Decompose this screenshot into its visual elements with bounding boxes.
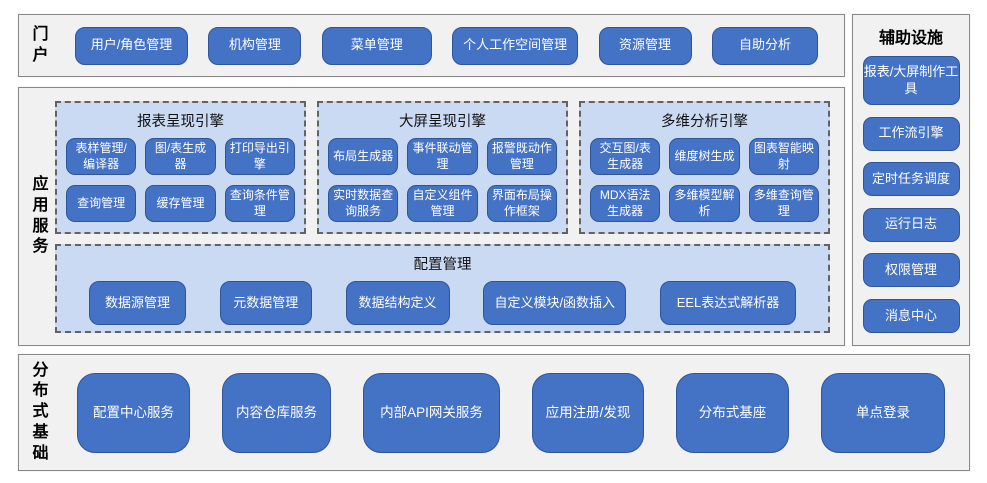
content-repo-service-button[interactable]: 内容仓库服务 (222, 372, 331, 453)
config-mgmt-title: 配置管理 (413, 257, 472, 274)
single-sign-on-button[interactable]: 单点登录 (821, 372, 945, 453)
app-registration-discovery-button[interactable]: 应用注册/发现 (532, 372, 644, 453)
dashboard-rendering-engine-panel: 大屏呈现引擎 布局生成器 事件联动管理 报警既动作管理 实时数据查询服务 自定义… (317, 101, 568, 235)
run-logs-button[interactable]: 运行日志 (862, 207, 960, 242)
portal-section-label: 门户 (32, 25, 49, 64)
config-mgmt-row: 数据源管理 元数据管理 数据结构定义 自定义模块/函数插入 EEL表达式解析器 (67, 281, 818, 326)
distributed-base-button[interactable]: 分布式基座 (676, 372, 789, 453)
auxiliary-section: 辅助设施 报表/大屏制作工具 工作流引擎 定时任务调度 运行日志 权限管理 消息… (852, 14, 970, 346)
event-linkage-mgmt-button[interactable]: 事件联动管理 (407, 138, 478, 176)
query-mgmt-button[interactable]: 查询管理 (66, 185, 137, 223)
olap-analysis-engine-panel: 多维分析引擎 交互图/表生成器 维度树生成 图表智能映射 MDX语法生成器 多维… (579, 101, 830, 235)
self-service-analysis-button[interactable]: 自助分析 (711, 26, 818, 65)
app-services-section: 应用服务 报表呈现引擎 表样管理/编译器 图/表生成器 打印导出引擎 查询管理 … (18, 87, 845, 346)
user-role-mgmt-button[interactable]: 用户/角色管理 (75, 26, 188, 65)
mdx-syntax-generator-button[interactable]: MDX语法生成器 (590, 185, 661, 223)
dashboard-rendering-engine-title: 大屏呈现引擎 (399, 114, 486, 130)
report-rendering-engine-grid: 表样管理/编译器 图/表生成器 打印导出引擎 查询管理 缓存管理 查询条件管理 (66, 138, 295, 223)
menu-mgmt-button[interactable]: 菜单管理 (321, 26, 432, 65)
multidim-model-parsing-button[interactable]: 多维模型解析 (669, 185, 740, 223)
chart-table-generator-button[interactable]: 图/表生成器 (145, 138, 216, 176)
ui-layout-framework-button[interactable]: 界面布局操作框架 (486, 185, 557, 223)
report-dashboard-tool-button[interactable]: 报表/大屏制作工具 (862, 56, 960, 105)
app-services-content: 报表呈现引擎 表样管理/编译器 图/表生成器 打印导出引擎 查询管理 缓存管理 … (49, 88, 844, 345)
report-rendering-engine-title: 报表呈现引擎 (137, 114, 224, 130)
dimension-tree-generation-button[interactable]: 维度树生成 (669, 138, 740, 176)
engines-row: 报表呈现引擎 表样管理/编译器 图/表生成器 打印导出引擎 查询管理 缓存管理 … (55, 101, 830, 235)
resource-mgmt-button[interactable]: 资源管理 (598, 26, 692, 65)
message-center-button[interactable]: 消息中心 (862, 298, 960, 333)
multidim-query-mgmt-button[interactable]: 多维查询管理 (748, 185, 819, 223)
style-mgmt-compiler-button[interactable]: 表样管理/编译器 (66, 138, 137, 176)
realtime-data-query-service-button[interactable]: 实时数据查询服务 (328, 185, 399, 223)
interactive-chart-generator-button[interactable]: 交互图/表生成器 (590, 138, 661, 176)
portal-button-row: 用户/角色管理 机构管理 菜单管理 个人工作空间管理 资源管理 自助分析 (49, 26, 844, 65)
permission-mgmt-button[interactable]: 权限管理 (862, 253, 960, 288)
distributed-button-row: 配置中心服务 内容仓库服务 内部API网关服务 应用注册/发现 分布式基座 单点… (49, 372, 969, 453)
datasource-mgmt-button[interactable]: 数据源管理 (89, 281, 186, 326)
scheduled-task-scheduler-button[interactable]: 定时任务调度 (862, 162, 960, 197)
cache-mgmt-button[interactable]: 缓存管理 (145, 185, 216, 223)
layout-generator-button[interactable]: 布局生成器 (328, 138, 399, 176)
portal-section: 门户 用户/角色管理 机构管理 菜单管理 个人工作空间管理 资源管理 自助分析 (18, 14, 845, 77)
org-mgmt-button[interactable]: 机构管理 (208, 26, 302, 65)
dashboard-rendering-engine-grid: 布局生成器 事件联动管理 报警既动作管理 实时数据查询服务 自定义组件管理 界面… (328, 138, 557, 223)
print-export-engine-button[interactable]: 打印导出引擎 (224, 138, 295, 176)
config-mgmt-panel: 配置管理 数据源管理 元数据管理 数据结构定义 自定义模块/函数插入 EEL表达… (55, 244, 830, 334)
custom-component-mgmt-button[interactable]: 自定义组件管理 (407, 185, 478, 223)
auxiliary-button-column: 报表/大屏制作工具 工作流引擎 定时任务调度 运行日志 权限管理 消息中心 (853, 52, 969, 333)
alarm-action-mgmt-button[interactable]: 报警既动作管理 (486, 138, 557, 176)
internal-api-gateway-service-button[interactable]: 内部API网关服务 (363, 372, 500, 453)
custom-module-function-insert-button[interactable]: 自定义模块/函数插入 (483, 281, 627, 326)
workflow-engine-button[interactable]: 工作流引擎 (862, 116, 960, 151)
olap-analysis-engine-grid: 交互图/表生成器 维度树生成 图表智能映射 MDX语法生成器 多维模型解析 多维… (590, 138, 819, 223)
chart-smart-mapping-button[interactable]: 图表智能映射 (748, 138, 819, 176)
app-services-section-label: 应用服务 (32, 175, 49, 256)
auxiliary-section-title: 辅助设施 (878, 30, 943, 47)
olap-analysis-engine-title: 多维分析引擎 (661, 114, 748, 130)
personal-workspace-mgmt-button[interactable]: 个人工作空间管理 (452, 26, 579, 65)
query-condition-mgmt-button[interactable]: 查询条件管理 (224, 185, 295, 223)
eel-expression-parser-button[interactable]: EEL表达式解析器 (660, 281, 796, 326)
report-rendering-engine-panel: 报表呈现引擎 表样管理/编译器 图/表生成器 打印导出引擎 查询管理 缓存管理 … (55, 101, 306, 235)
metadata-mgmt-button[interactable]: 元数据管理 (219, 281, 312, 326)
distributed-foundation-section: 分布式基础 配置中心服务 内容仓库服务 内部API网关服务 应用注册/发现 分布… (18, 354, 970, 471)
distributed-foundation-label: 分布式基础 (32, 361, 49, 462)
data-structure-definition-button[interactable]: 数据结构定义 (345, 281, 450, 326)
config-center-service-button[interactable]: 配置中心服务 (77, 372, 190, 453)
